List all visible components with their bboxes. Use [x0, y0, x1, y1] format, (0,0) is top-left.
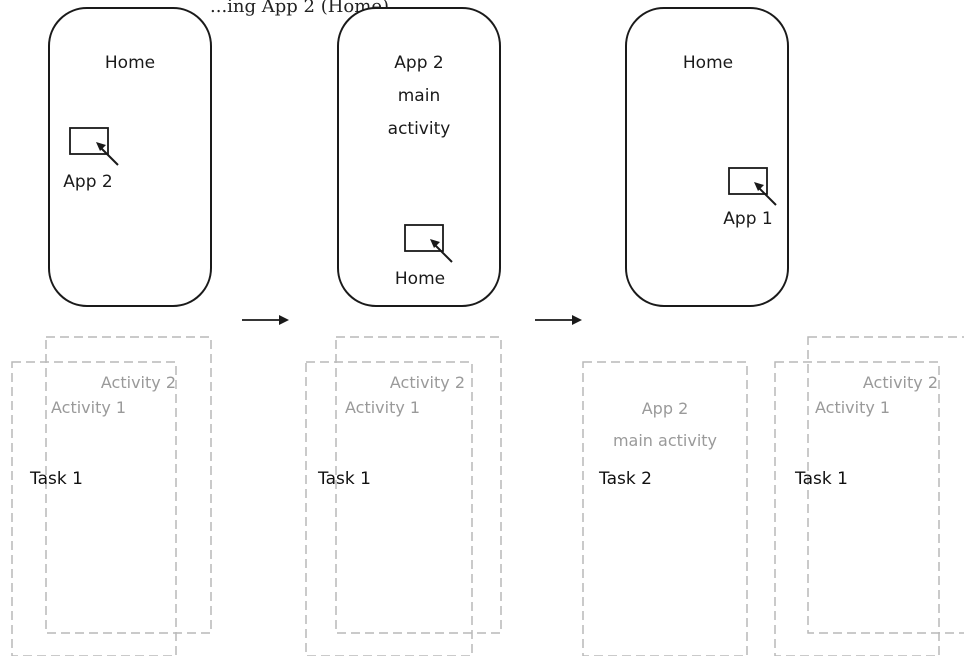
phone-2-icon-label-line-1: Home [395, 269, 445, 289]
task-1-label: Task 1 [29, 469, 83, 489]
app-2-main-activity-card [582, 361, 748, 656]
activity-1-card [305, 361, 473, 656]
phone-2-title-line-1: App 2 [394, 53, 443, 73]
activity-1-card [774, 361, 940, 656]
phone-screen-1 [48, 7, 212, 307]
phone-3-icon-label-line-1: App 1 [723, 209, 772, 229]
activity-2-card [335, 336, 502, 634]
cursor-pointer-icon [754, 182, 777, 206]
activity-2-label: Activity 2 [863, 373, 938, 392]
phone-1-icon-label-line-1: App 2 [63, 172, 112, 192]
task-2-label: Task 2 [598, 469, 652, 489]
activity-2-card [45, 336, 212, 634]
cursor-pointer-icon [430, 239, 453, 263]
activity-1-label: Activity 1 [815, 398, 890, 417]
task-1-stack-step-2: Activity 2 Activity 1 Task 1 [305, 336, 502, 656]
task-1-stack-step-1: Activity 2 Activity 1 Task 1 [11, 336, 212, 656]
app-2-main-activity-label-line-1: App 2 [642, 399, 689, 418]
activity-2-card [807, 336, 964, 634]
flow-arrow-right-icon [535, 315, 582, 325]
phone-2-title-line-2: main [398, 86, 440, 106]
app-2-main-activity-label-line-2: main activity [613, 431, 717, 450]
flow-arrow-right-icon [242, 315, 289, 325]
activity-1-card [11, 361, 177, 656]
step-2: App 2 main activity Home Activity 2 Acti… [305, 7, 502, 656]
step-3: Home App 1 App 2 main activity Task 2 Ac… [582, 7, 964, 656]
phone-screen-3 [625, 7, 789, 307]
activity-2-label: Activity 2 [390, 373, 465, 392]
activity-1-label: Activity 1 [345, 398, 420, 417]
task-1-stack-step-3: Activity 2 Activity 1 Task 1 [774, 336, 964, 656]
activity-1-label: Activity 1 [51, 398, 126, 417]
step-1: Home App 2 Activity 2 Activity 1 Task 1 [11, 7, 212, 656]
cursor-pointer-icon [96, 142, 119, 166]
phone-3-title-line-1: Home [683, 53, 733, 73]
activity-2-label: Activity 2 [101, 373, 176, 392]
task-1-label: Task 1 [317, 469, 371, 489]
task-1-label: Task 1 [794, 469, 848, 489]
phone-2-title-line-3: activity [388, 119, 451, 139]
task-2-stack-step-3: App 2 main activity Task 2 [582, 361, 748, 656]
phone-1-title-line-1: Home [105, 53, 155, 73]
phone-screen-2 [337, 7, 501, 307]
